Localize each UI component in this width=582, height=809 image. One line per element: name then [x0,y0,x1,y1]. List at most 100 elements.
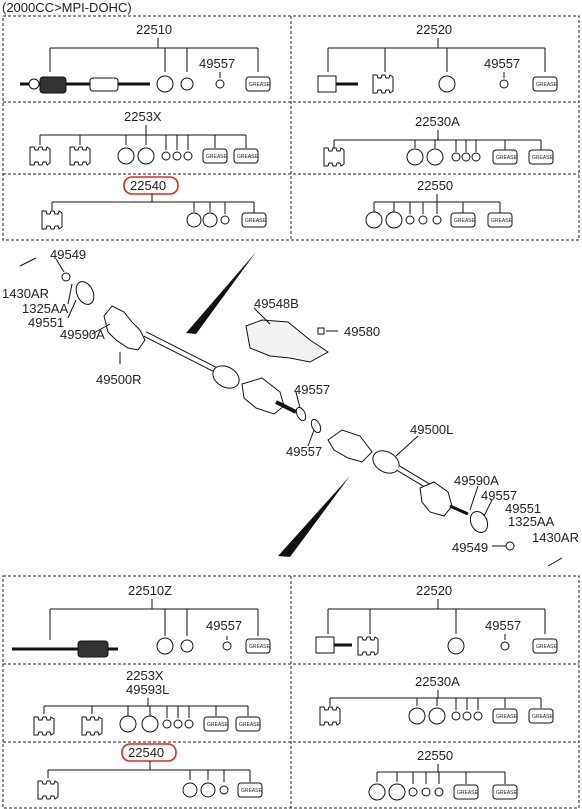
clamp-icon [432,215,442,225]
callout-1325aa-l: 1325AA [508,514,555,529]
snap-ring-icon [215,79,225,89]
callout-49549-r: 49549 [50,247,86,262]
grease-pack-icon [492,708,519,724]
grease-pack-icon [532,638,559,654]
grease-pack-icon [202,148,229,164]
cotter-pin-icon [19,257,37,267]
top-kit-grid: 22510 49557 22520 [2,15,580,241]
boot-icon [69,146,91,166]
snap-ring-icon [222,641,232,651]
callout-49549-l: 49549 [452,540,488,555]
boot-ring-icon [426,148,444,166]
heat-shield-icon [245,319,329,363]
grease-pack-icon [245,638,272,654]
boot-ring-icon [368,783,386,801]
kit-2253xb-code: 2253X [126,668,164,683]
kit-22510z-small-code: 49557 [206,618,242,633]
abs-ring-icon [469,510,489,534]
clamp-ring-icon [180,639,194,653]
cotter-pin-icon [547,557,563,567]
grease-pack-icon [487,212,514,228]
boot-ring-icon [365,211,383,229]
nut-icon [505,541,515,551]
grease-pack-icon [450,212,477,228]
boot-icon [41,210,63,230]
callout-49500l: 49500L [410,422,453,437]
boot-ring-icon [156,637,174,655]
grease-pack-icon [237,782,264,798]
abs-ring-icon [75,281,95,305]
boot-ring-icon [141,715,159,733]
kit-22530a[interactable]: 22530A [323,114,555,167]
callout-49548b: 49548B [254,296,299,311]
callout-49557-b: 49557 [286,444,322,459]
grease-pack-icon [245,76,272,92]
boot-icon [323,147,345,167]
kit-22550-bottom[interactable]: 22550 [368,748,519,801]
boot-icon [81,716,103,736]
kit-22540-bottom[interactable]: 22540 [37,743,264,800]
callout-49551-l: 49551 [505,501,541,516]
grease-pack-icon [532,76,559,92]
shaft-49500r-icon [103,305,297,415]
clamp-icon [471,152,481,162]
clamp-icon [220,215,230,225]
kit-22510z[interactable]: 22510Z 49557 [12,583,272,658]
snap-ring-icon [295,406,307,422]
kit-2253x-bottom[interactable]: 2253X 49593L [33,668,262,736]
highlight-oval [121,743,177,762]
boot-ring-icon [406,148,424,166]
driveshaft-assembly-icon [20,76,150,94]
kit-22530a-bottom[interactable]: 22530A [319,674,555,726]
kit-22550-code: 22550 [417,178,453,193]
kit-22520-bottom[interactable]: 22520 49557 [315,583,559,656]
kit-22510[interactable]: 22510 49557 [20,22,272,94]
callout-1430ar-r: 1430AR [2,286,49,301]
snap-ring-icon [499,79,509,89]
kit-22550[interactable]: 22550 [365,178,514,229]
boot-icon [33,716,55,736]
clamp-icon [434,787,444,797]
callout-49590a-l: 49590A [454,473,499,488]
kit-22530ab-code: 22530A [415,674,460,689]
boot-ring-icon [428,707,446,725]
clamp-ring-icon [180,77,194,91]
snap-ring-icon [500,641,510,651]
boot-icon [372,74,394,94]
callout-49557-l: 49557 [481,488,517,503]
shaft-49500l-icon [327,429,469,517]
bottom-kit-grid: 22510Z 49557 22520 [2,575,580,809]
kit-2253x[interactable]: 2253X [29,109,260,166]
kit-22520b-code: 22520 [416,583,452,598]
clamp-icon [161,151,171,161]
highlight-oval [123,176,179,195]
grease-pack-icon [235,716,262,732]
callout-49500r: 49500R [96,372,142,387]
grease-pack-icon [233,148,260,164]
clamp-icon [183,151,193,161]
kit-22540[interactable]: 22540 [41,176,268,230]
clamp-icon [184,719,194,729]
nut-icon [61,272,71,282]
grease-pack-icon [528,708,555,724]
clamp-icon [173,719,183,729]
kit-22520[interactable]: 22520 49557 [317,22,559,94]
snap-ring-icon [310,418,322,434]
boot-ring-icon [119,715,137,733]
exploded-view: 49549 1430AR 1325AA 49551 49590A 49500R … [2,247,579,567]
wedge-arrow-icon [186,252,256,334]
callout-49590a-r: 49590A [60,327,105,342]
boot-ring-icon [182,782,198,798]
clamp-icon [162,719,172,729]
boot-icon [319,706,341,726]
kit-22510-small-code: 49557 [199,56,235,71]
kit-22530a-code: 22530A [415,114,460,129]
callout-1325aa-r: 1325AA [22,301,69,316]
callout-1430ar-l: 1430AR [532,530,579,545]
clamp-icon [421,787,431,797]
boot-ring-icon [156,75,174,93]
kit-22520b-small-code: 49557 [485,618,521,633]
boot-ring-icon [137,147,155,165]
boot-ring-icon [200,782,216,798]
clamp-icon [418,215,428,225]
